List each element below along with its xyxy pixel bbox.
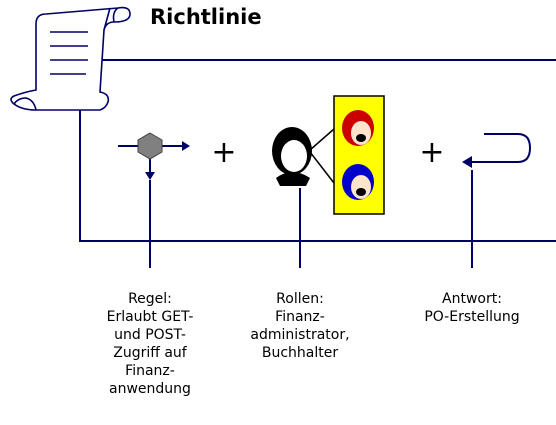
- page-title: Richtlinie: [150, 5, 262, 29]
- accountant-avatar: [342, 164, 374, 200]
- gear-arrows-icon: [118, 132, 190, 180]
- rule-label: Regel: Erlaubt GET- und POST- Zugriff au…: [106, 291, 194, 397]
- users-icon: [272, 95, 385, 215]
- finance-admin-avatar: [342, 110, 374, 146]
- scroll-icon: [10, 6, 131, 111]
- plus-operator: +: [419, 135, 444, 170]
- loop-arrow-icon: [462, 133, 532, 168]
- policy-frame-bottom: [79, 100, 556, 242]
- roles-label: Rollen: Finanz- administrator, Buchhalte…: [250, 291, 350, 361]
- response-label: Antwort: PO-Erstellung: [424, 291, 520, 325]
- plus-operator: +: [211, 135, 236, 170]
